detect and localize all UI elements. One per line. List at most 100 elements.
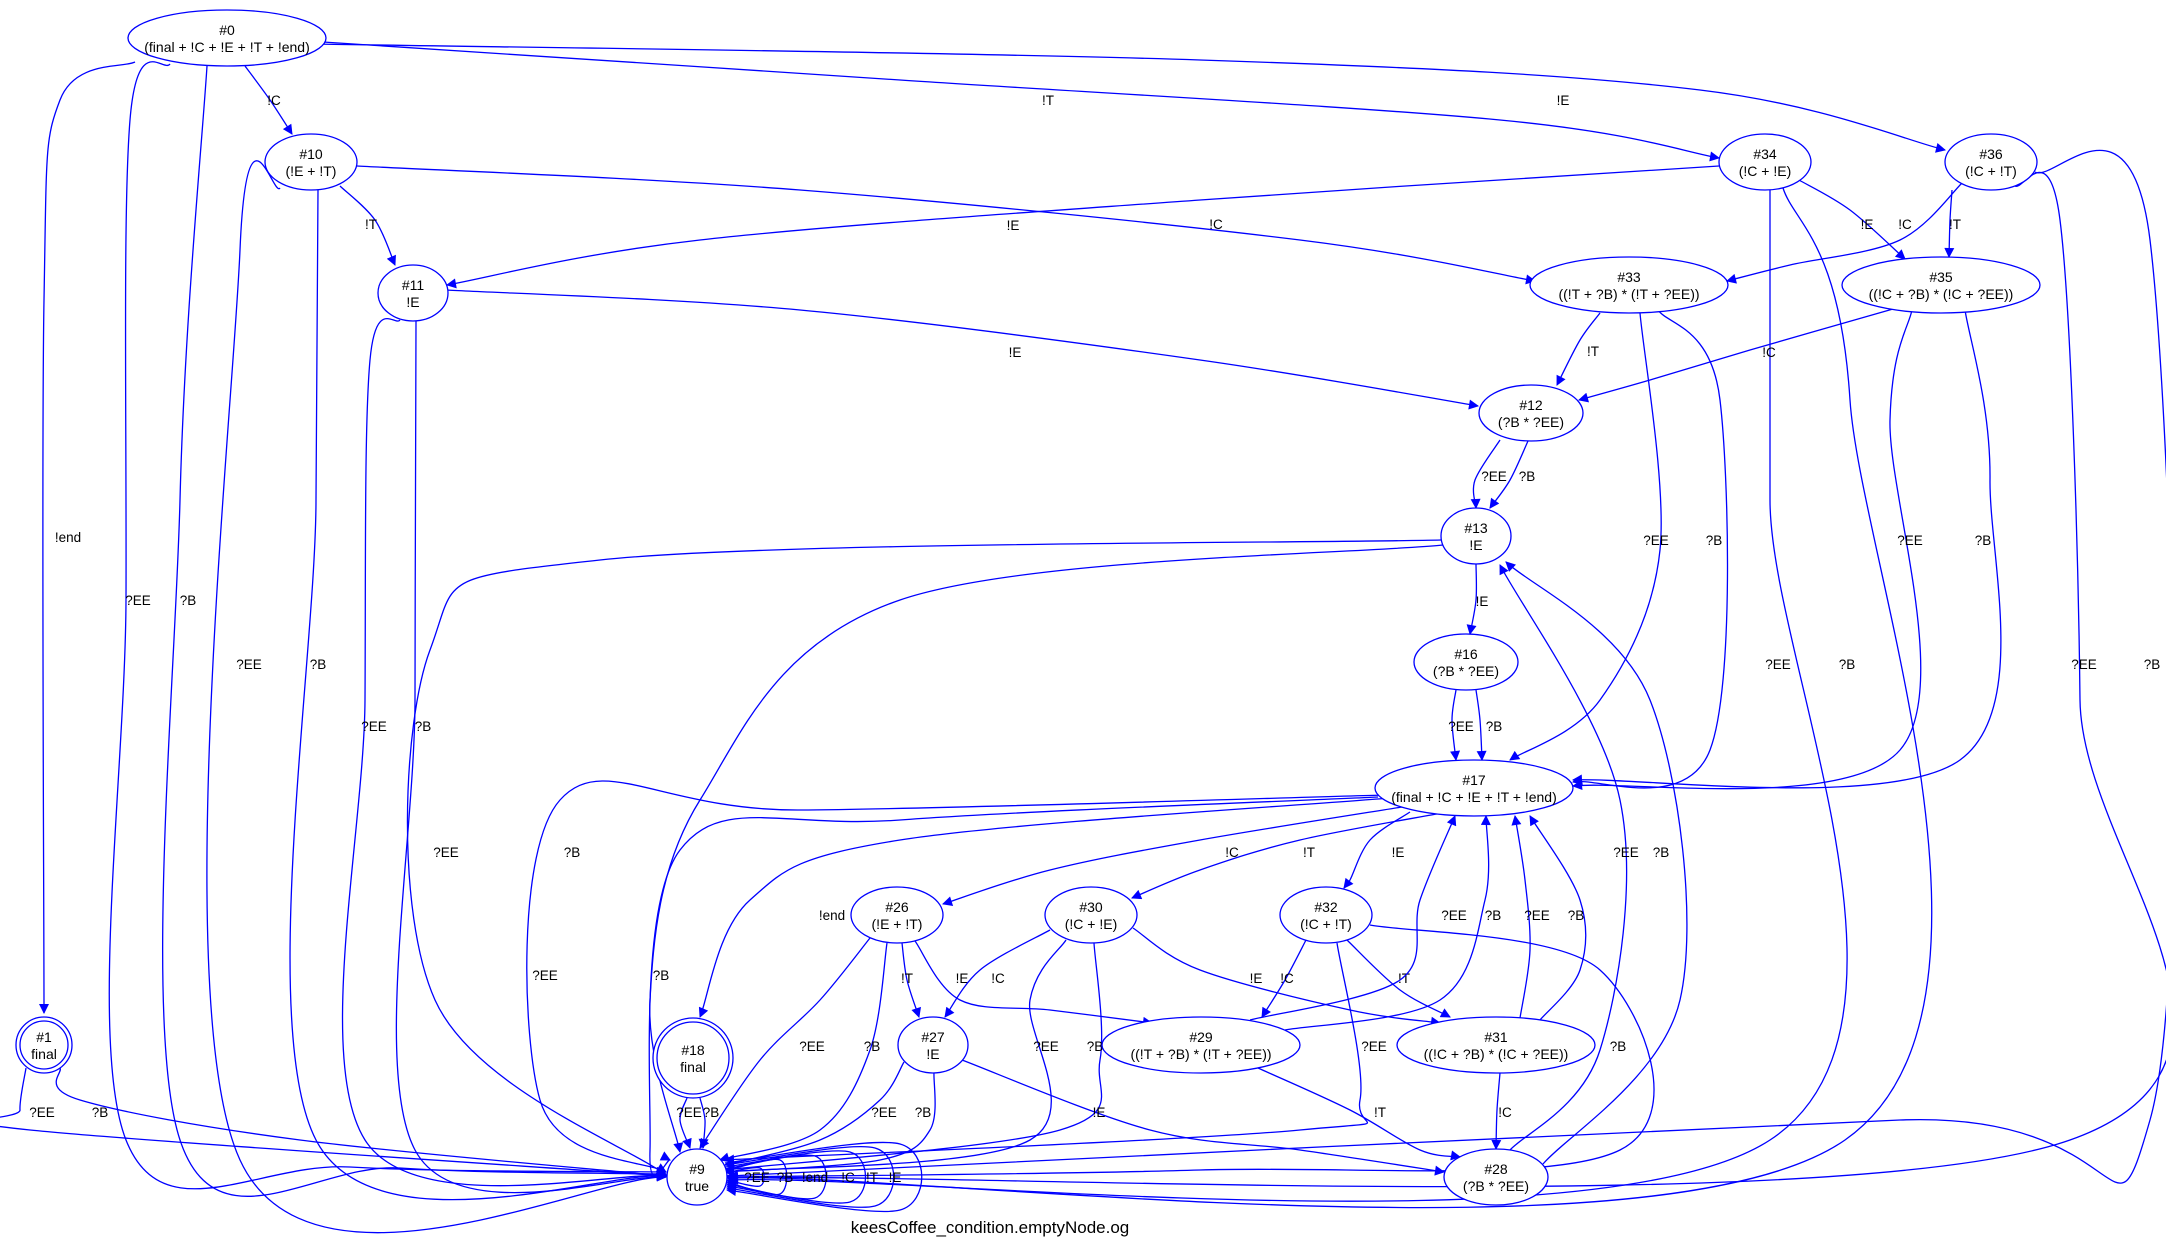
node-n28[interactable]: #28(?B * ?EE) xyxy=(1443,1148,1549,1206)
edge-label: !E xyxy=(1392,845,1405,860)
node-id: #17 xyxy=(1462,772,1486,788)
edge-line xyxy=(1572,309,1729,789)
edge-label: ?EE xyxy=(1524,908,1550,923)
edge-label: ?EE xyxy=(29,1105,55,1120)
node-label: final xyxy=(680,1059,706,1075)
node-label: ((!C + ?B) * (!C + ?EE)) xyxy=(1869,286,2014,302)
node-n32[interactable]: #32(!C + !T) xyxy=(1279,886,1373,944)
edge-label: !T xyxy=(866,1170,878,1185)
edge-label: ?EE xyxy=(2071,657,2097,672)
node-n29[interactable]: #29((!T + ?B) * (!T + ?EE)) xyxy=(1101,1016,1301,1074)
edge-label: !E xyxy=(956,971,969,986)
edge-n9-n9: !E xyxy=(724,1141,923,1213)
edge-line xyxy=(914,940,1153,1027)
edge-line xyxy=(406,539,1442,1176)
edge-line xyxy=(289,189,667,1201)
edge-label: !C xyxy=(1898,217,1912,232)
node-n36[interactable]: #36(!C + !T) xyxy=(1944,133,2038,191)
edge-label: ?EE xyxy=(744,1170,770,1185)
node-n11[interactable]: #11!E xyxy=(377,264,449,322)
edge-n26-n9: ?B xyxy=(719,942,888,1163)
node-n16[interactable]: #16(?B * ?EE) xyxy=(1413,633,1519,691)
edge-line xyxy=(1466,563,1478,635)
node-n13[interactable]: #13!E xyxy=(1440,507,1512,565)
node-n10[interactable]: #10(!E + !T) xyxy=(264,133,358,191)
edge-label: !E xyxy=(1476,594,1489,609)
edge-n34-n11: !C xyxy=(446,165,1720,289)
node-n34[interactable]: #34(!C + !E) xyxy=(1718,133,1812,191)
edge-label: ?EE xyxy=(799,1039,825,1054)
edge-label: ?B xyxy=(310,657,327,672)
node-shape xyxy=(652,1017,734,1099)
edge-line xyxy=(445,289,1479,410)
node-n27[interactable]: #27!E xyxy=(897,1016,969,1074)
edge-line xyxy=(1131,812,1443,900)
edge-label: ?B xyxy=(915,1105,932,1120)
edge-n0-n9: ?B xyxy=(161,65,667,1197)
node-shape xyxy=(264,133,358,191)
graph-caption: keesCoffee_condition.emptyNode.og xyxy=(851,1218,1129,1237)
edge-line xyxy=(728,189,1848,1202)
edge-n30-n31: !E xyxy=(1132,927,1441,1027)
edge-label: ?EE xyxy=(433,845,459,860)
edge-n30-n27: !C xyxy=(944,929,1051,1018)
edge-label: !C xyxy=(841,1170,855,1185)
edge-line xyxy=(724,1166,765,1188)
edge-label: !E xyxy=(889,1170,902,1185)
edge-n32-n29: !C xyxy=(1261,939,1307,1018)
edge-label: ?B xyxy=(1610,1039,1627,1054)
node-id: #29 xyxy=(1189,1029,1213,1045)
node-n12[interactable]: #12(?B * ?EE) xyxy=(1478,384,1584,442)
edge-label: ?B xyxy=(1839,657,1856,672)
edge-n9-n9: ?EE xyxy=(724,1166,770,1188)
edge-n28-n13: ?EE xyxy=(1499,564,1639,1151)
edge-n18-n9: ?EE xyxy=(676,1097,702,1149)
edge-line xyxy=(1529,815,1587,1021)
node-n17[interactable]: #17(final + !C + !E + !T + !end) xyxy=(1374,759,1574,817)
node-shape xyxy=(897,1016,969,1074)
edge-label: ?EE xyxy=(236,657,262,672)
node-n26[interactable]: #26(!E + !T) xyxy=(850,886,944,944)
node-n33[interactable]: #33((!T + ?B) * (!T + ?EE)) xyxy=(1529,256,1729,314)
edge-label: !end xyxy=(55,530,81,545)
edge-label: ?B xyxy=(703,1105,720,1120)
node-n0[interactable]: #0(final + !C + !E + !T + !end) xyxy=(127,9,327,67)
edge-line xyxy=(728,187,1933,1209)
edge-label: !C xyxy=(267,93,281,108)
node-label: !E xyxy=(1469,537,1482,553)
edge-line xyxy=(1489,440,1529,509)
edge-label: !end xyxy=(802,1170,828,1185)
edge-n30-n9: ?B xyxy=(724,942,1103,1174)
edge-line xyxy=(1132,927,1441,1027)
edge-label: !C xyxy=(1762,345,1776,360)
edge-line xyxy=(728,171,2166,1188)
edge-label: ?EE xyxy=(1613,845,1639,860)
edge-line xyxy=(1578,306,1901,403)
node-n35[interactable]: #35((!C + ?B) * (!C + ?EE)) xyxy=(1841,256,2041,314)
edge-label: ?EE xyxy=(1448,719,1474,734)
node-label: (!E + !T) xyxy=(286,163,337,179)
edge-n36-n9: ?EE xyxy=(728,171,2166,1188)
node-n30[interactable]: #30(!C + !E) xyxy=(1044,886,1138,944)
node-shape xyxy=(1478,384,1584,442)
edge-label: !C xyxy=(1209,217,1223,232)
edge-n35-n17: ?B xyxy=(1572,309,2002,789)
node-id: #30 xyxy=(1079,899,1103,915)
edge-n34-n9: ?EE xyxy=(728,189,1848,1202)
edge-line xyxy=(1470,439,1501,509)
edge-label: !T xyxy=(901,971,913,986)
edge-n9-n9: !C xyxy=(724,1150,867,1204)
edge-label: ?B xyxy=(1485,908,1502,923)
edge-label: ?EE xyxy=(1897,533,1923,548)
edge-n33-n12: !T xyxy=(1556,312,1601,386)
edge-label: ?B xyxy=(564,845,581,860)
node-n31[interactable]: #31((!C + ?B) * (!C + ?EE)) xyxy=(1396,1016,1596,1074)
edge-n36-n9: ?B xyxy=(728,149,2166,1184)
edge-line xyxy=(724,1150,867,1204)
edge-label: ?EE xyxy=(1441,908,1467,923)
edge-n35-n12: !C xyxy=(1578,306,1901,403)
node-id: #16 xyxy=(1454,646,1478,662)
